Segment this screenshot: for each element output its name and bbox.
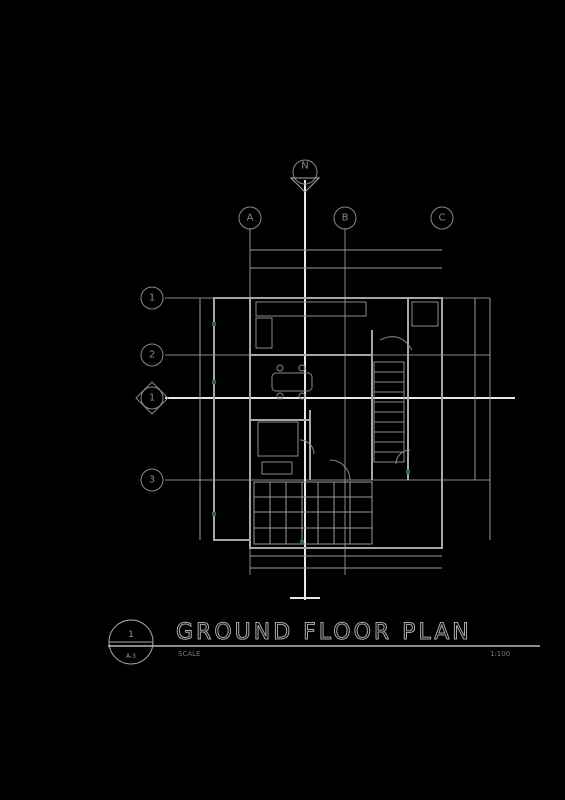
staircase — [373, 336, 413, 463]
grid-bubble-b: B — [333, 206, 357, 230]
grid-bubble-3: 3 — [140, 468, 164, 492]
title-block-linework — [108, 597, 540, 665]
dining-table — [271, 364, 313, 400]
column-markers — [212, 322, 410, 544]
grid-label-1: 1 — [149, 293, 155, 304]
scale-value: 1:100 — [490, 650, 511, 658]
door-swings — [299, 439, 411, 481]
exterior-walls — [213, 297, 443, 549]
grid-label-3: 3 — [149, 475, 155, 486]
grid-bubble-a: A — [238, 206, 262, 230]
porch-grid — [253, 481, 373, 545]
drawing-marker-number: 1 — [128, 630, 134, 640]
section-marker-label: 1 — [149, 393, 155, 404]
grid-label-2: 2 — [149, 350, 155, 361]
grid-label-b: B — [342, 213, 349, 224]
grid-label-a: A — [247, 213, 254, 224]
drawing-marker-sheet: A-3 — [126, 653, 136, 660]
dimension-lines — [199, 249, 491, 569]
grid-bubble-2: 2 — [140, 343, 164, 367]
drawing-title: GROUND FLOOR PLAN — [176, 620, 472, 646]
grid-bubble-c: C — [430, 206, 454, 230]
grid-bubble-1: 1 — [140, 286, 164, 310]
north-marker-label: N — [301, 161, 308, 172]
section-marker: 1 — [135, 381, 169, 415]
scale-label: SCALE — [178, 650, 201, 658]
living-sofa — [257, 421, 299, 475]
kitchen-counter — [255, 301, 439, 349]
north-marker: N — [289, 159, 321, 193]
grid-label-c: C — [439, 213, 446, 224]
